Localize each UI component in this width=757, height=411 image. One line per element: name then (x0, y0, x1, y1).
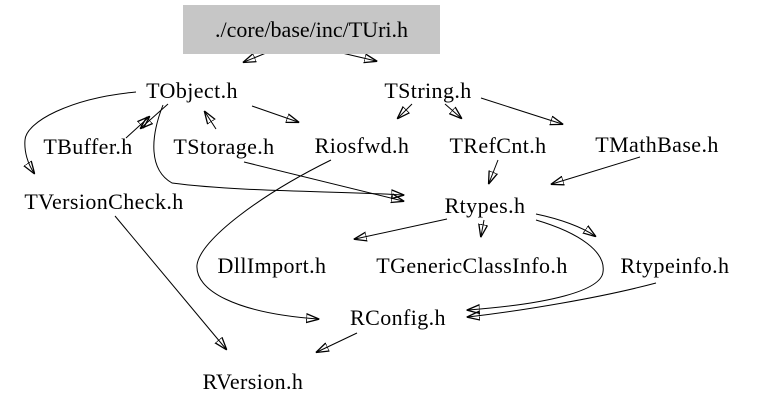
node-turi-root: ./core/base/inc/TUri.h (183, 5, 440, 54)
node-rtypeinfo[interactable]: Rtypeinfo.h (620, 253, 730, 278)
node-trefcnt[interactable]: TRefCnt.h (449, 133, 547, 158)
node-tstorage[interactable]: TStorage.h (173, 134, 275, 159)
node-rconfig[interactable]: RConfig.h (350, 305, 446, 330)
edge-rtypeinfo-to-rconfig (468, 282, 657, 317)
edge-tobject-to-tversioncheck (25, 91, 137, 173)
node-tmathbase[interactable]: TMathBase.h (595, 132, 719, 157)
node-rtypes[interactable]: Rtypes.h (444, 193, 526, 218)
edge-rtypes-to-rtypeinfo (535, 213, 595, 236)
node-tstring[interactable]: TString.h (384, 78, 472, 103)
edge-tstorage-to-tobject (205, 112, 217, 130)
edge-turi-to-tstring (341, 52, 376, 61)
edge-riosfwd-to-rconfig (196, 159, 332, 319)
edge-tversioncheck-to-rversion (114, 215, 226, 349)
node-rversion[interactable]: RVersion.h (202, 369, 304, 394)
edge-turi-to-tobject (244, 52, 267, 62)
edge-tstring-to-tmathbase (480, 97, 562, 124)
node-riosfwd[interactable]: Riosfwd.h (314, 133, 410, 158)
edge-tobject-to-rtypes (153, 104, 403, 195)
edge-tstring-to-trefcnt (444, 103, 461, 118)
edge-rconfig-to-rversion (317, 332, 358, 352)
edge-tobject-to-riosfwd (251, 105, 298, 122)
node-dllimport[interactable]: DllImport.h (217, 253, 327, 278)
edge-tmathbase-to-rtypes (552, 156, 641, 184)
edge-tbuffer-to-tobject (125, 117, 149, 139)
node-tobject[interactable]: TObject.h (146, 78, 238, 103)
node-tgenericclassinfo[interactable]: TGenericClassInfo.h (376, 253, 568, 278)
edge-trefcnt-to-rtypes (489, 159, 499, 183)
edge-rtypes-to-tgenericclassinfo (481, 219, 484, 236)
node-tbuffer[interactable]: TBuffer.h (43, 134, 133, 159)
node-tversioncheck[interactable]: TVersionCheck.h (24, 189, 184, 214)
edge-tstring-to-riosfwd (398, 103, 413, 118)
edge-rtypes-to-dllimport (355, 218, 448, 239)
edge-tstorage-to-rtypes (243, 161, 403, 201)
edge-tobject-to-tbuffer (141, 103, 169, 128)
edge-rtypes-to-rconfig (468, 219, 604, 310)
